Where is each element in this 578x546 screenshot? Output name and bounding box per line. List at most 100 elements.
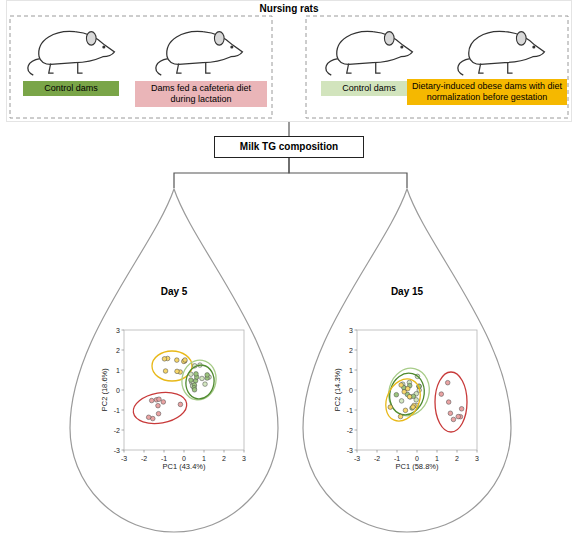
connector (289, 158, 407, 188)
process-box: Milk TG composition (214, 136, 364, 158)
tick-label: -3 (121, 455, 127, 462)
node-text: Dietary-induced obese dams with diet nor… (411, 81, 563, 103)
rat-drawing (326, 31, 413, 75)
sample-point (162, 357, 167, 362)
connector (174, 158, 289, 188)
group-frame (306, 16, 568, 118)
node-text: Control dams (325, 83, 413, 94)
droplet-panel: Day 5 (69, 188, 279, 533)
confidence-ellipse (379, 373, 427, 426)
tick-label: 0 (349, 387, 353, 394)
rat-drawing (156, 31, 243, 75)
sample-point (459, 406, 464, 411)
sample-point (200, 376, 205, 381)
axis-title: PC2 (18.6%) (100, 369, 108, 412)
tick-label: -1 (114, 407, 120, 414)
tick-label: 1 (116, 367, 120, 374)
sample-point (439, 392, 444, 397)
node-text: Dams fed a cafeteria diet during lactati… (139, 83, 263, 105)
droplet-outline (69, 188, 279, 533)
confidence-ellipse (435, 372, 467, 432)
tick-label: 3 (242, 455, 246, 462)
tick-label: 0 (116, 387, 120, 394)
scatter-plot (122, 330, 245, 453)
group-frame (10, 16, 272, 118)
sample-point (410, 406, 415, 411)
tick-label: 3 (349, 327, 353, 334)
sample-point (446, 400, 451, 405)
axis-title: PC1 (43.4%) (163, 463, 206, 471)
sample-point (146, 415, 151, 420)
droplet-outline (302, 188, 512, 533)
sample-point (445, 380, 450, 385)
sample-point (175, 369, 180, 374)
sample-point (156, 403, 161, 408)
confidence-ellipse (152, 351, 192, 381)
tick-label: -2 (347, 427, 353, 434)
tick-label: 3 (116, 327, 120, 334)
sample-point (203, 382, 208, 387)
sample-point (403, 408, 408, 413)
sample-point (178, 402, 183, 407)
sample-point (407, 394, 412, 399)
sample-point (411, 405, 416, 410)
rat-drawing (458, 31, 545, 75)
axis-title: PC1 (58.8%) (396, 463, 439, 471)
sample-point (157, 397, 162, 402)
tick-label: 1 (349, 367, 353, 374)
sample-point (149, 398, 154, 403)
tick-label: 0 (182, 455, 186, 462)
node-text: Day 15 (302, 286, 512, 298)
sample-point (175, 358, 180, 363)
axis-title: PC2 (14.3%) (333, 369, 341, 412)
sample-point (399, 383, 404, 388)
tick-label: -1 (347, 407, 353, 414)
confidence-ellipse (183, 363, 216, 401)
group-label: Control dams (23, 81, 119, 96)
rat-drawing (28, 31, 115, 75)
sample-point (399, 399, 404, 404)
tick-label: 2 (349, 347, 353, 354)
group-label: Dietary-induced obese dams with diet nor… (407, 79, 567, 105)
confidence-ellipse (385, 369, 429, 418)
confidence-ellipse (131, 389, 189, 428)
node-text: Milk TG composition (219, 141, 359, 153)
plot-frame (124, 330, 244, 450)
pca-plots (122, 330, 478, 453)
sample-point (394, 392, 399, 397)
tick-label: 3 (475, 455, 479, 462)
sample-point (402, 389, 407, 394)
tick-label: 1 (435, 455, 439, 462)
confidence-ellipse (179, 357, 219, 402)
sample-point (156, 411, 161, 416)
sample-point (161, 400, 166, 405)
tick-label: -2 (141, 455, 147, 462)
scatter-plot (355, 330, 478, 453)
sample-point (205, 373, 210, 378)
sample-point (456, 414, 461, 419)
group-label: Control dams (321, 81, 417, 96)
droplet-panel: Day 15 (302, 188, 512, 533)
sample-point (182, 359, 187, 364)
sample-point (388, 405, 393, 410)
sample-point (192, 387, 197, 392)
sample-point (163, 369, 168, 374)
group-label: Dams fed a cafeteria diet during lactati… (135, 81, 267, 107)
tick-label: -3 (347, 447, 353, 454)
tick-label: -3 (354, 455, 360, 462)
tick-label: -2 (374, 455, 380, 462)
sample-point (183, 358, 188, 363)
tick-label: -1 (394, 455, 400, 462)
sample-point (194, 372, 199, 377)
connector (288, 122, 289, 136)
node-text: Control dams (27, 83, 115, 94)
group-panel: Control dams Dams fed a cafeteria diet du… (6, 0, 572, 122)
tick-label: -1 (161, 455, 167, 462)
tick-label: 0 (415, 455, 419, 462)
confidence-ellipse (383, 364, 434, 421)
tick-label: 2 (455, 455, 459, 462)
node-text: Day 5 (69, 286, 279, 298)
sample-point (189, 378, 194, 383)
